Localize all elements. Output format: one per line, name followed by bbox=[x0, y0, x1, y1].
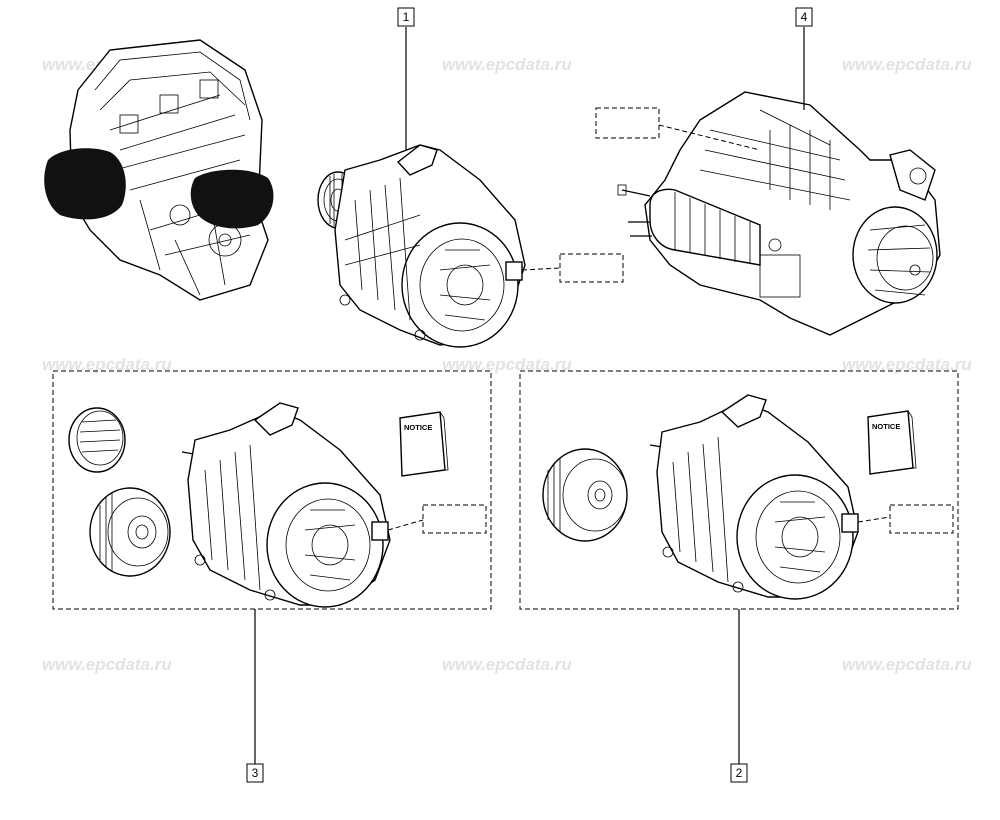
callout-label-3: 3 bbox=[252, 766, 259, 780]
leader-line-part-1 bbox=[521, 267, 561, 271]
callout-label-1: 1 bbox=[403, 10, 410, 24]
watermark: www.epcdata.ru bbox=[442, 355, 572, 374]
notice-label: NOTICE bbox=[404, 423, 432, 432]
reference-box-kit-2 bbox=[889, 504, 954, 534]
leader-line-kit-2 bbox=[857, 516, 891, 523]
watermark: www.epcdata.ru bbox=[442, 655, 572, 674]
alternator-kit-3 bbox=[181, 402, 391, 608]
watermark: www.epcdata.ru bbox=[42, 355, 172, 374]
watermark: www.epcdata.ru bbox=[42, 655, 172, 674]
reference-box-part-4 bbox=[595, 107, 660, 139]
alternator-kit-2 bbox=[649, 394, 859, 600]
alternator-part-1 bbox=[317, 144, 526, 348]
callout-4[interactable]: 4 bbox=[795, 7, 813, 27]
pulley-kit-3 bbox=[89, 487, 171, 577]
callout-1[interactable]: 1 bbox=[397, 7, 415, 27]
callout-3[interactable]: 3 bbox=[246, 763, 264, 783]
reference-box-kit-3 bbox=[422, 504, 487, 534]
notice-booklet-kit-3: NOTICE bbox=[399, 411, 449, 477]
notice-booklet-kit-2: NOTICE bbox=[867, 410, 917, 475]
watermark: www.epcdata.ru bbox=[442, 55, 572, 74]
pulley-kit-2 bbox=[542, 448, 628, 542]
callout-label-2: 2 bbox=[736, 766, 743, 780]
callout-2[interactable]: 2 bbox=[730, 763, 748, 783]
watermark-layer: www.epcdata.ru www.epcdata.ru www.epcdat… bbox=[42, 55, 972, 674]
callout-label-4: 4 bbox=[801, 10, 808, 24]
starter-motor-part-4 bbox=[617, 91, 941, 336]
watermark: www.epcdata.ru bbox=[842, 55, 972, 74]
pulley-cap bbox=[68, 407, 126, 473]
reference-box-part-1 bbox=[559, 253, 624, 283]
kit-frame-2 bbox=[519, 370, 959, 610]
leader-line-part-4 bbox=[658, 124, 761, 151]
engine-block-illustration bbox=[44, 39, 274, 301]
kit-frame-3 bbox=[52, 370, 492, 610]
watermark: www.epcdata.ru bbox=[842, 655, 972, 674]
watermark: www.epcdata.ru bbox=[842, 355, 972, 374]
notice-label: NOTICE bbox=[872, 422, 900, 431]
leader-line-kit-3 bbox=[387, 519, 424, 531]
